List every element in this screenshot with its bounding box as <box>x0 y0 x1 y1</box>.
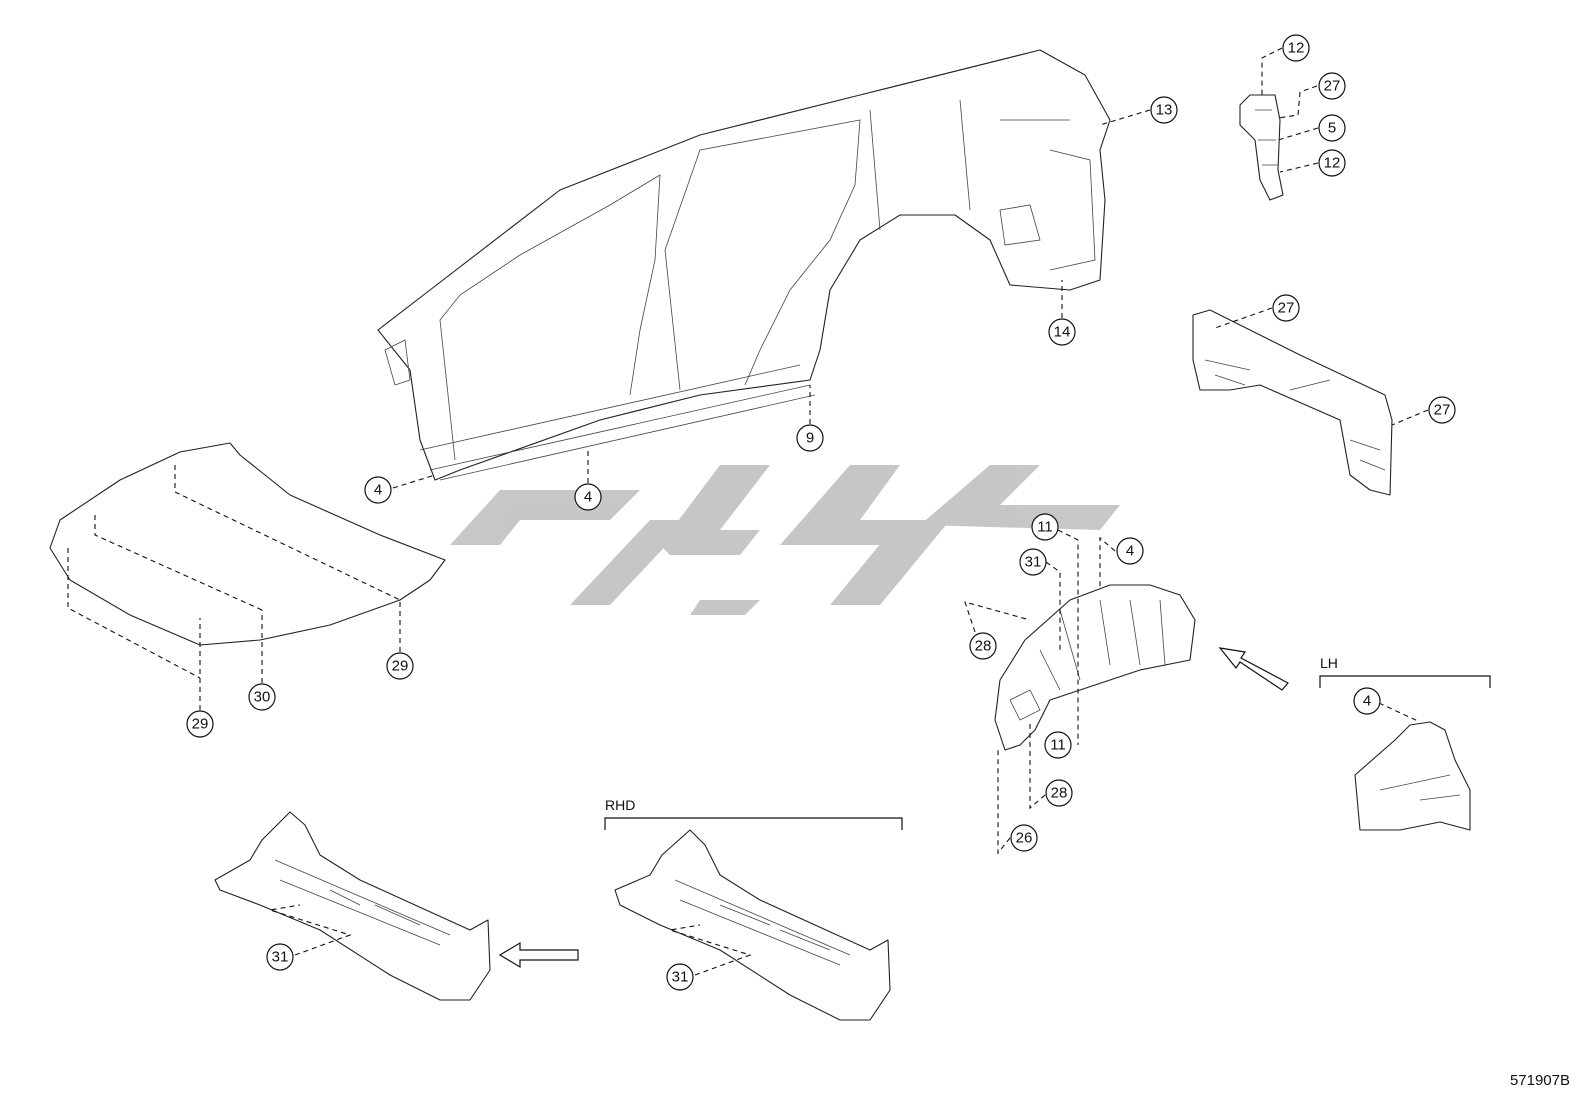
callout-4-left: 4 <box>364 476 392 504</box>
callout-4-lh: 4 <box>1353 687 1381 715</box>
wheel-house-panel <box>994 584 1196 751</box>
svg-text:31: 31 <box>672 969 689 986</box>
lh-bracket <box>1319 675 1491 688</box>
callouts: 12 27 5 12 13 14 27 27 9 4 4 11 4 31 28 … <box>186 34 1456 991</box>
svg-text:4: 4 <box>1126 543 1134 560</box>
callout-5: 5 <box>1318 114 1346 142</box>
callout-4-wheelhouse: 4 <box>1116 537 1144 565</box>
svg-text:11: 11 <box>1037 519 1053 536</box>
back-panel <box>1192 309 1393 496</box>
svg-text:26: 26 <box>1016 830 1033 847</box>
svg-text:31: 31 <box>272 949 289 966</box>
callout-4-sill: 4 <box>574 483 602 511</box>
callout-27-top: 27 <box>1318 72 1346 100</box>
dash-panel <box>214 811 491 1001</box>
svg-text:4: 4 <box>374 482 382 499</box>
callout-11-bottom: 11 <box>1044 731 1072 759</box>
lh-part <box>1354 721 1471 831</box>
svg-text:13: 13 <box>1156 102 1173 119</box>
callout-12-top: 12 <box>1282 34 1310 62</box>
callout-13: 13 <box>1150 96 1178 124</box>
dash-panel-rhd <box>614 829 891 1021</box>
watermark-logo <box>450 465 1120 615</box>
callout-28-bottom: 28 <box>1045 779 1073 807</box>
svg-text:31: 31 <box>1025 554 1042 571</box>
arrow-up-left-icon <box>1218 647 1289 691</box>
svg-text:11: 11 <box>1050 737 1066 754</box>
callout-27-back-right: 27 <box>1428 396 1456 424</box>
callout-29-left: 29 <box>186 710 214 738</box>
pillar-bracket <box>1239 94 1284 201</box>
svg-text:27: 27 <box>1324 78 1341 95</box>
svg-text:12: 12 <box>1324 155 1341 172</box>
hood-panel <box>49 442 446 646</box>
side-body-panel <box>377 49 1111 481</box>
callout-12-lower: 12 <box>1318 149 1346 177</box>
lh-label: LH <box>1320 655 1338 671</box>
rhd-bracket <box>604 817 903 830</box>
svg-text:29: 29 <box>192 716 209 733</box>
svg-text:12: 12 <box>1288 40 1305 57</box>
svg-text:5: 5 <box>1328 120 1336 137</box>
callout-31-wheelhouse: 31 <box>1019 548 1047 576</box>
callout-29-right: 29 <box>386 652 414 680</box>
diagram-code: 571907B <box>1509 1072 1570 1089</box>
callout-28-left: 28 <box>969 632 997 660</box>
leader-lines <box>67 47 1429 976</box>
callout-31-dash-rhd: 31 <box>666 963 694 991</box>
callout-26: 26 <box>1010 824 1038 852</box>
svg-text:28: 28 <box>1051 785 1068 802</box>
svg-text:14: 14 <box>1054 324 1071 341</box>
rhd-label: RHD <box>605 797 635 813</box>
callout-27-back-top: 27 <box>1272 294 1300 322</box>
callout-9: 9 <box>796 424 824 452</box>
svg-text:29: 29 <box>392 658 409 675</box>
callout-30: 30 <box>248 683 276 711</box>
arrow-left-icon <box>498 941 579 969</box>
svg-text:4: 4 <box>584 489 592 506</box>
svg-text:27: 27 <box>1434 402 1451 419</box>
callout-31-dash: 31 <box>266 943 294 971</box>
svg-text:28: 28 <box>975 638 992 655</box>
svg-text:9: 9 <box>806 430 814 447</box>
svg-text:4: 4 <box>1363 693 1371 710</box>
svg-text:30: 30 <box>254 689 271 706</box>
callout-14: 14 <box>1048 318 1076 346</box>
svg-text:27: 27 <box>1278 300 1295 317</box>
callout-11-top: 11 <box>1031 513 1059 541</box>
